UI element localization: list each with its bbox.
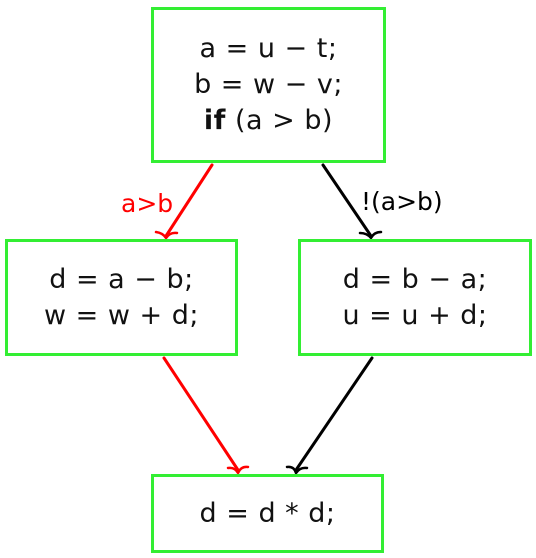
then-line-1: d = a − b; [49,263,194,295]
edge-true [154,163,214,240]
exit-line-1: d = d * d; [199,497,336,529]
else-line-2: u = u + d; [342,299,488,331]
if-keyword: if [203,105,226,136]
edge-else-to-exit [285,356,374,475]
edge-label-true: a>b [121,189,173,218]
else-line-1: d = b − a; [342,263,488,295]
edge-false [321,163,383,240]
if-condition: (a > b) [225,105,334,136]
then-block: d = a − b; w = w + d; [5,239,238,356]
arrowhead-icon [226,465,250,475]
arrowhead-icon [358,230,383,240]
then-line-2: w = w + d; [44,299,199,331]
else-block: d = b − a; u = u + d; [298,239,532,356]
arrowhead-icon [154,230,179,240]
exit-block: d = d * d; [151,474,384,553]
entry-if-line: if (a > b) [204,103,333,139]
edge-then-to-exit [162,356,250,475]
edge-label-false: !(a>b) [361,187,443,216]
entry-block: a = u − t; b = w − v; if (a > b) [151,7,386,163]
entry-line-2: b = w − v; [194,69,343,100]
arrowhead-icon [285,465,309,475]
entry-line-1: a = u − t; [199,33,338,64]
